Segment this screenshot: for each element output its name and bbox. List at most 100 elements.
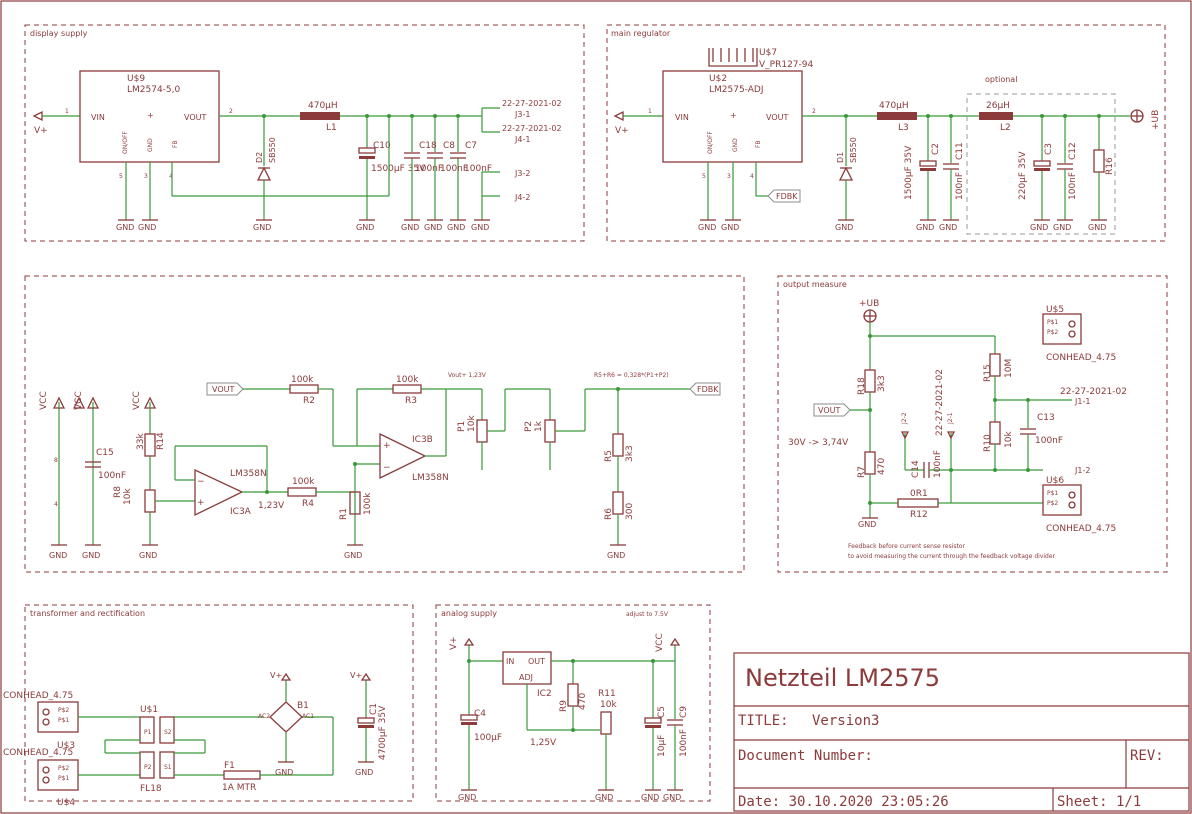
j42-label: J4-2 [514, 193, 530, 202]
u3-value: CONHEAD_4.75 [3, 691, 73, 701]
gnd-label-3: GND [253, 223, 271, 232]
u9-vin-pin: VIN [91, 113, 105, 122]
range-label: 30V -> 3,74V [788, 438, 849, 448]
transformer-p2[interactable] [139, 751, 155, 779]
heatsink-icon [708, 48, 758, 67]
u9-pin3: 3 [144, 173, 148, 180]
l1-value: 470µH [308, 101, 338, 111]
c9-value: 100nF [679, 729, 689, 757]
u2-pin4: 4 [750, 173, 754, 180]
u2-fb-pin: FB [755, 140, 762, 148]
c2-capacitor[interactable] [919, 160, 937, 167]
c15-name: C15 [96, 448, 114, 458]
r5-resistor[interactable] [612, 433, 624, 457]
c4-capacitor[interactable] [460, 714, 478, 721]
ic3a-opamp[interactable] [194, 468, 244, 517]
c1-capacitor[interactable] [357, 717, 375, 724]
r5-name: R5 [604, 450, 614, 462]
d2-diode[interactable] [256, 166, 272, 181]
j31-label: J3-1 [514, 110, 530, 119]
optional-box [966, 93, 1116, 235]
u5-name: U$5 [1046, 305, 1064, 315]
r4-name: R4 [302, 499, 314, 509]
opamp-section: VCC 8 4 VCC C15 100nF VCC R14 33k R8 10k… [24, 275, 745, 573]
p2-tag: P2 [144, 764, 152, 771]
c15-value: 100nF [98, 471, 126, 481]
ic3b-value: LM358N [412, 473, 449, 483]
vplus-label: V+ [34, 126, 48, 136]
r9-value: 470 [578, 693, 588, 710]
l2-inductor[interactable] [979, 112, 1013, 120]
u5-connector[interactable] [1042, 313, 1082, 345]
r4-resistor[interactable] [287, 487, 317, 497]
r7-value: 470 [877, 458, 887, 475]
transformer-section: transformer and rectification CONHEAD_4.… [3, 604, 414, 808]
c14-value: 100nF [933, 450, 943, 478]
r9-resistor[interactable] [567, 683, 579, 707]
c8-value: 100nF [440, 164, 468, 174]
r8-potentiometer[interactable] [144, 489, 156, 513]
fdbk-text-2: FDBK [697, 385, 719, 394]
gnd-m5: GND [939, 223, 957, 232]
c3-capacitor[interactable] [1033, 160, 1051, 167]
c3-name: C3 [1044, 143, 1054, 155]
u9-fb-pin: FB [172, 140, 179, 148]
r2-name: R2 [303, 396, 315, 406]
r1-resistor[interactable] [349, 491, 361, 515]
d1-diode[interactable] [838, 166, 854, 181]
u9-pin1: 1 [65, 108, 69, 115]
vcc-an: VCC [655, 633, 665, 652]
fdbk-text-1: FDBK [776, 192, 798, 201]
c10-capacitor[interactable] [358, 147, 376, 154]
c7-value: 100nF [464, 164, 492, 174]
note-line-1: Feedback before current sense resistor [848, 543, 966, 550]
u2-gnd-pin: GND [732, 138, 739, 152]
c2-name: C2 [931, 143, 941, 155]
l3-inductor[interactable] [877, 112, 917, 120]
vcc-arrow-icon [86, 396, 100, 409]
u9-name: U$9 [127, 74, 145, 84]
u6-connector[interactable] [1042, 484, 1082, 516]
r6-resistor[interactable] [612, 491, 624, 515]
transformer-s2[interactable] [159, 716, 175, 744]
sheet-label: Sheet: 1/1 [1057, 794, 1141, 810]
transformer-p1[interactable] [139, 716, 155, 744]
vplus-arrow-icon [613, 110, 624, 122]
c12-name: C12 [1068, 142, 1078, 160]
r3-resistor[interactable] [392, 384, 422, 394]
transformer-s1[interactable] [159, 751, 175, 779]
u9-gnd-pin: GND [147, 138, 154, 152]
f1-value: 1A MTR [222, 783, 256, 793]
r14-resistor[interactable] [144, 433, 156, 457]
gnd-a4: GND [663, 793, 681, 802]
u9-pin4: 4 [169, 173, 173, 180]
c1-value: 4700µF 35V [378, 705, 388, 760]
c5-capacitor[interactable] [644, 717, 662, 724]
p2-potentiometer[interactable] [544, 419, 556, 443]
r11-potentiometer[interactable] [600, 711, 612, 735]
ic2-in: IN [506, 657, 514, 666]
u3-p2: P$2 [58, 707, 69, 714]
u4-name: U$4 [57, 798, 75, 808]
gnd-o4: GND [344, 551, 362, 560]
u4-p1: P$1 [58, 775, 69, 782]
r12-resistor[interactable] [897, 498, 939, 508]
gnd-o3: GND [139, 551, 157, 560]
r16-resistor[interactable] [1093, 149, 1105, 173]
p2-name: P2 [524, 421, 534, 432]
gnd-m7: GND [1053, 223, 1071, 232]
p1-potentiometer[interactable] [476, 419, 488, 443]
s1-tag: S1 [164, 764, 172, 771]
j12-label: J1-2 [1074, 466, 1090, 475]
r7-name: R7 [857, 466, 867, 478]
date-label: Date: 30.10.2020 23:05:26 [738, 794, 949, 810]
formula-label: R5+R6 = 0,328*(P1+P2) [594, 372, 669, 379]
b1-name: B1 [297, 701, 309, 711]
ic3b-opamp[interactable] [379, 432, 427, 480]
l1-inductor[interactable] [300, 112, 340, 120]
r2-resistor[interactable] [289, 384, 319, 394]
f1-fuse[interactable] [223, 770, 261, 780]
ac1-label: AC1 [302, 713, 314, 720]
